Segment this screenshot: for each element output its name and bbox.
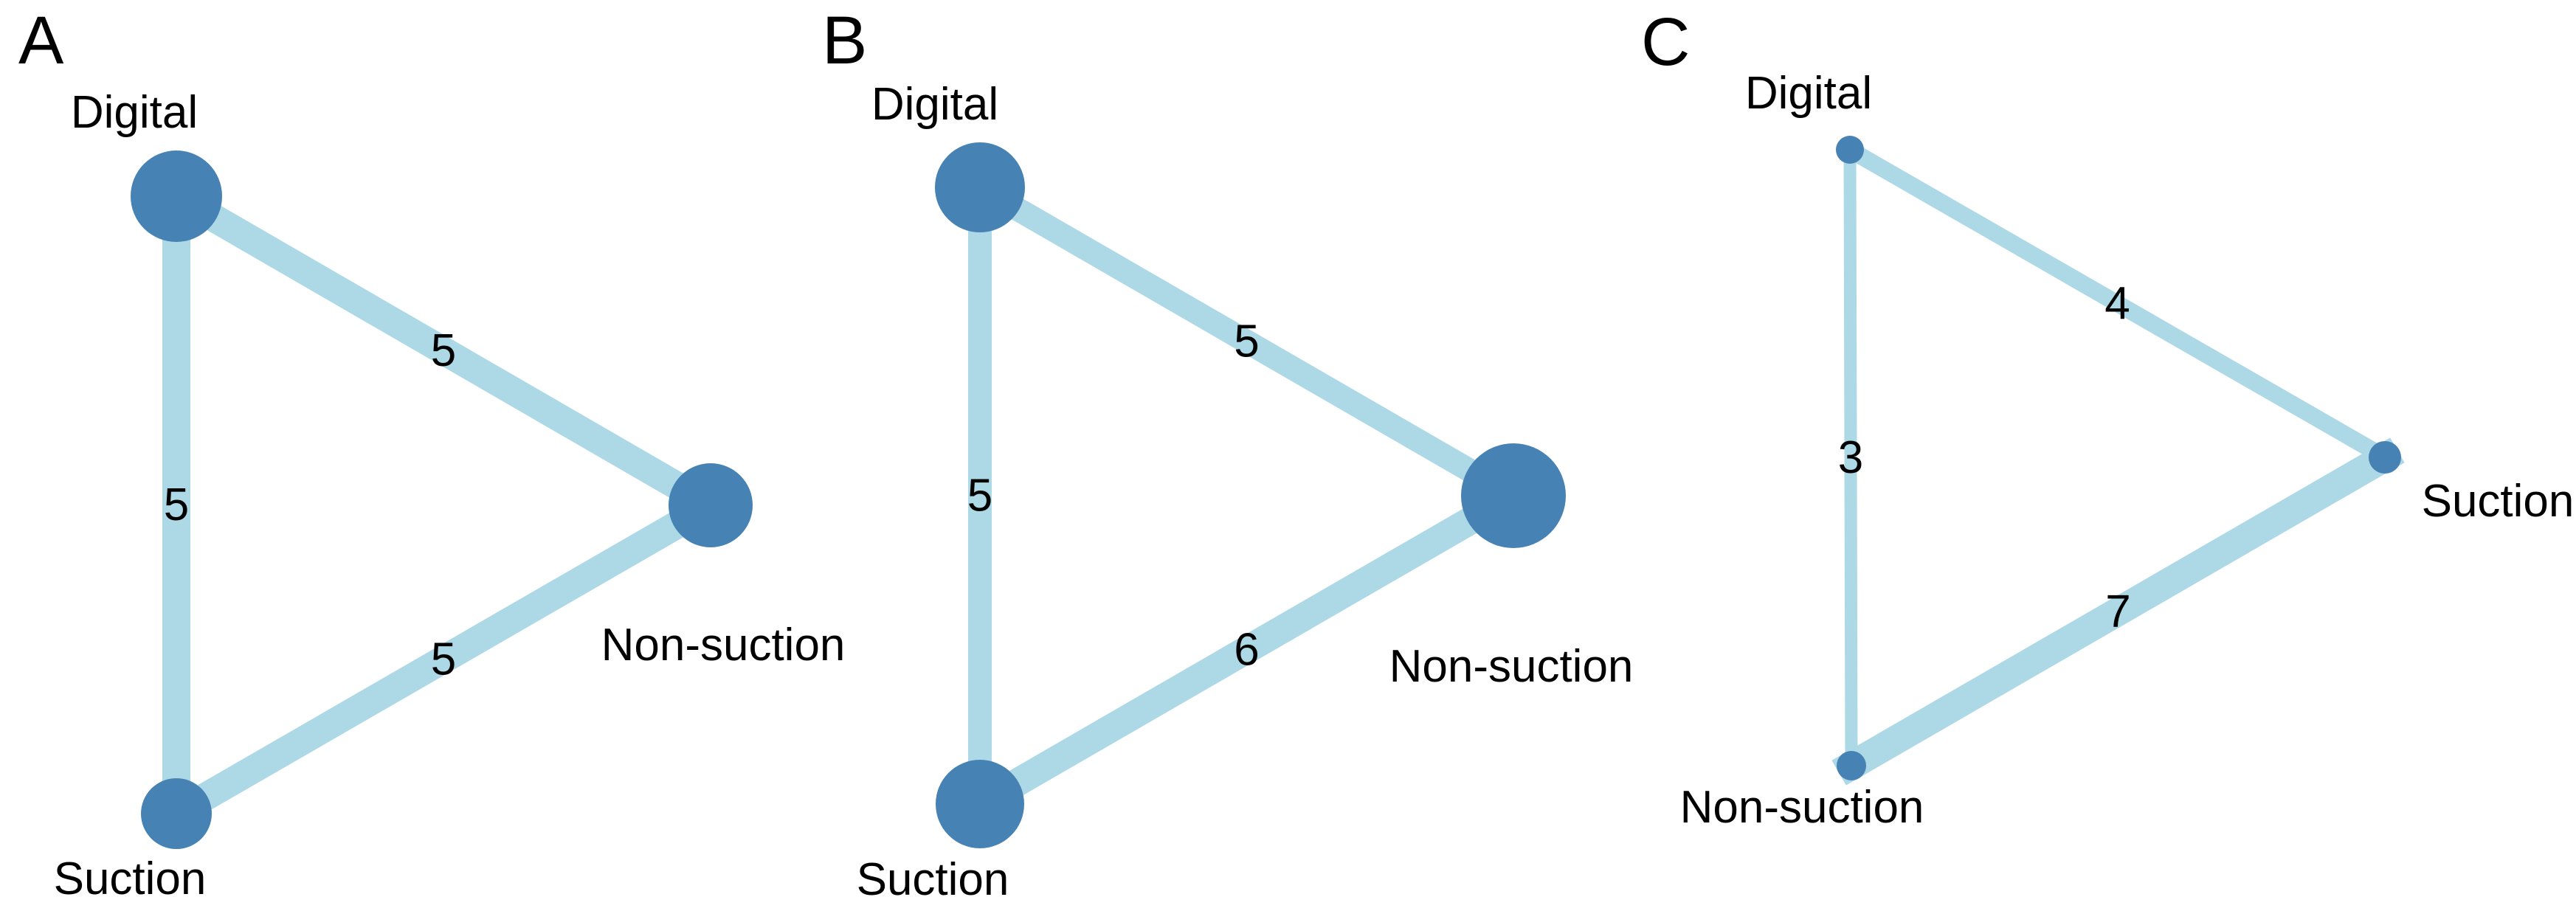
edge-weight-label-digital-suction: 4 xyxy=(2104,278,2130,329)
node-label-digital: Digital xyxy=(71,87,198,138)
node-label-non-suction: Non-suction xyxy=(601,620,846,671)
edge-weight-label-suction-non-suction: 6 xyxy=(1234,625,1259,676)
edge-weight-label-suction-non-suction: 5 xyxy=(431,634,456,685)
panel-letter-b: B xyxy=(822,3,867,78)
edge-weight-label-non-suction-suction: 7 xyxy=(2105,586,2130,637)
node-label-non-suction: Non-suction xyxy=(1389,641,1634,692)
edge-weight-label-digital-suction: 5 xyxy=(967,471,992,522)
node-label-suction: Suction xyxy=(857,854,1009,905)
node-label-suction: Suction xyxy=(2422,476,2575,527)
edge-weight-label-digital-non-suction: 5 xyxy=(431,325,456,376)
node-label-digital: Digital xyxy=(871,79,998,130)
node-label-suction: Suction xyxy=(54,853,207,904)
node-label-digital: Digital xyxy=(1745,68,1872,119)
node-digital xyxy=(131,150,222,242)
node-label-non-suction: Non-suction xyxy=(1680,782,1924,833)
node-suction xyxy=(936,760,1024,848)
edge-weight-label-digital-suction: 5 xyxy=(164,479,189,530)
panel-letter-c: C xyxy=(1641,4,1690,80)
node-digital xyxy=(935,142,1025,232)
node-suction xyxy=(2369,441,2401,474)
edge-suction-non-suction xyxy=(157,486,730,833)
edge-weight-label-digital-non-suction: 3 xyxy=(1838,432,1863,483)
node-non-suction xyxy=(1461,443,1566,548)
node-suction xyxy=(141,778,212,849)
edge-digital-suction xyxy=(1838,138,2397,469)
panel-letter-a: A xyxy=(18,3,64,78)
edge-weight-label-digital-non-suction: 5 xyxy=(1234,316,1259,367)
edge-suction-non-suction xyxy=(961,477,1533,823)
node-digital xyxy=(1836,136,1864,164)
edge-digital-non-suction xyxy=(964,171,1530,512)
node-non-suction xyxy=(1837,751,1866,780)
node-non-suction xyxy=(669,463,753,547)
edge-digital-non-suction xyxy=(157,177,730,524)
edge-digital-non-suction xyxy=(1843,143,1858,772)
edge-non-suction-suction xyxy=(1831,437,2405,786)
